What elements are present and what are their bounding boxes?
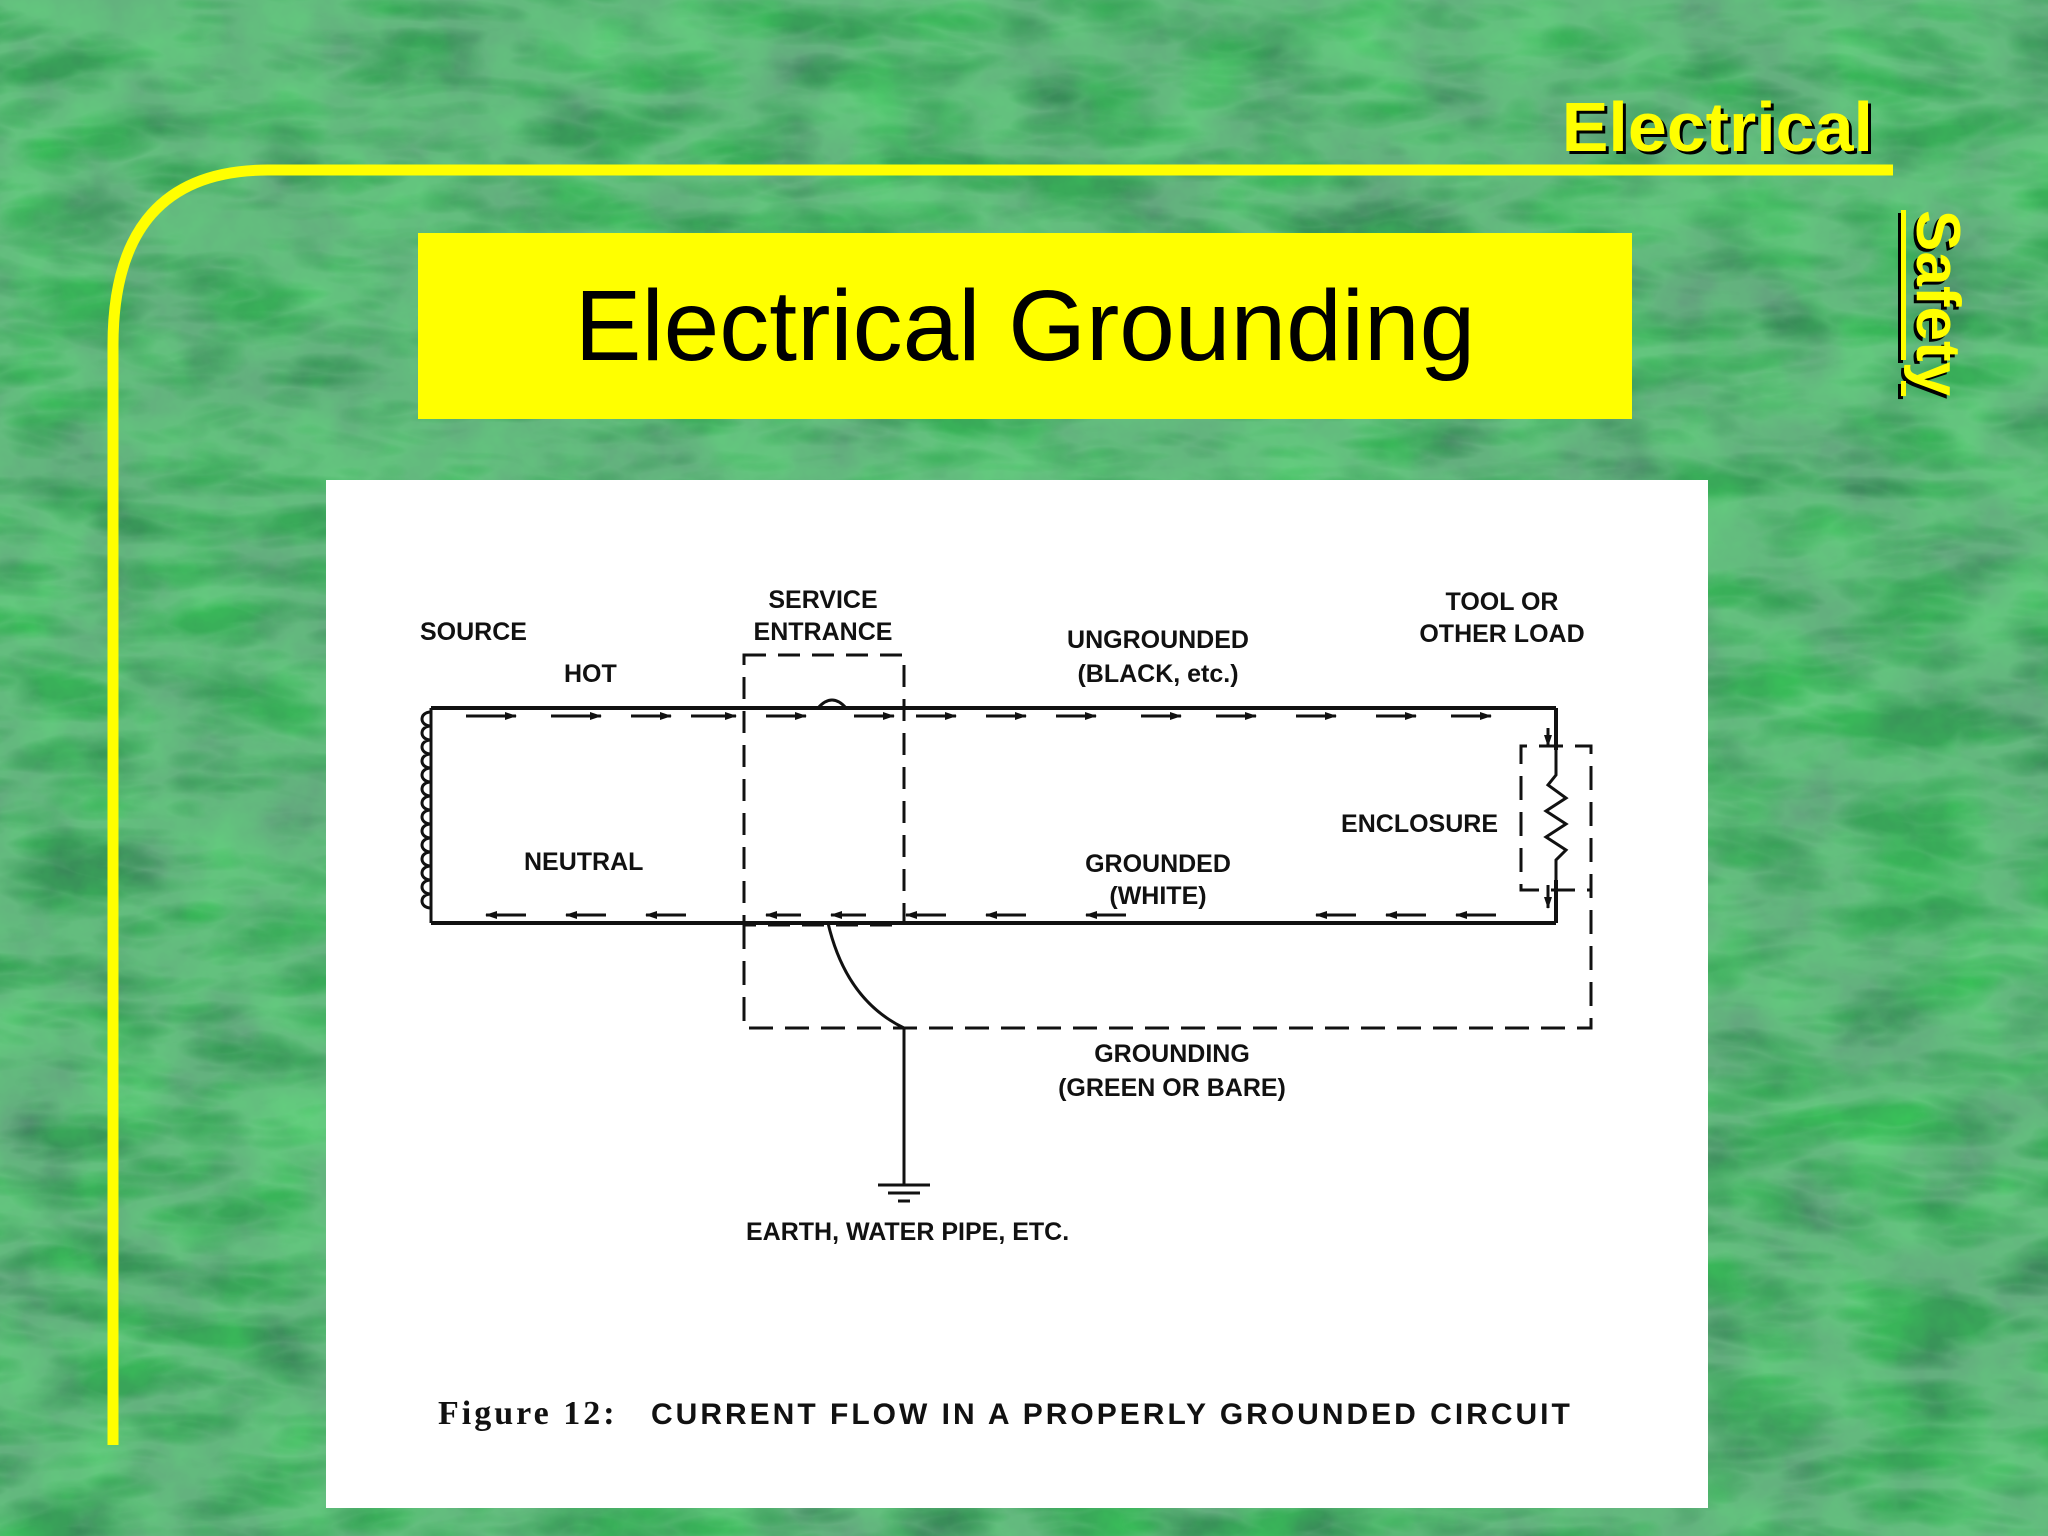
neutral-current-arrows <box>485 885 1552 919</box>
label-tool-1: TOOL OR <box>1446 588 1559 616</box>
label-grounding-2: (GREEN OR BARE) <box>1058 1074 1286 1102</box>
ground-symbol-icon <box>878 1183 930 1203</box>
load-resistor-icon <box>1543 750 1569 880</box>
label-service-2: ENTRANCE <box>754 618 893 646</box>
figure-caption: Figure 12: CURRENT FLOW IN A PROPERLY GR… <box>438 1395 1573 1432</box>
label-grounded-2: (WHITE) <box>1109 882 1206 910</box>
slide-title: Electrical Grounding <box>574 269 1476 382</box>
label-neutral: NEUTRAL <box>524 848 643 876</box>
label-grounded-1: GROUNDED <box>1085 850 1231 878</box>
neutral-wire <box>431 880 1558 925</box>
label-earth: EARTH, WATER PIPE, ETC. <box>746 1218 1069 1246</box>
grounding-diagram: SOURCE HOT SERVICE ENTRANCE UNGROUNDED (… <box>326 480 1708 1508</box>
label-hot: HOT <box>564 660 617 688</box>
label-grounding-1: GROUNDING <box>1094 1040 1250 1068</box>
hot-current-arrows <box>466 712 1552 747</box>
label-ungrounded-1: UNGROUNDED <box>1067 626 1249 654</box>
service-entrance-box <box>742 653 906 927</box>
corner-title: Electrical <box>1561 88 1873 166</box>
side-title: Safety <box>1903 210 1972 397</box>
figure-caption-text: CURRENT FLOW IN A PROPERLY GROUNDED CIRC… <box>651 1398 1573 1431</box>
figure-caption-prefix: Figure 12: <box>438 1395 618 1432</box>
hot-wire <box>431 706 1558 750</box>
grounding-conductor <box>742 744 1593 1030</box>
label-enclosure: ENCLOSURE <box>1341 810 1498 838</box>
label-service-1: SERVICE <box>768 586 877 614</box>
bonding-jumper <box>826 922 905 1030</box>
title-banner: Electrical Grounding <box>418 233 1632 419</box>
service-jumper <box>816 698 848 710</box>
label-tool-2: OTHER LOAD <box>1419 620 1584 648</box>
label-ungrounded-2: (BLACK, etc.) <box>1077 660 1238 688</box>
label-source: SOURCE <box>420 618 527 646</box>
source-coil-icon <box>420 708 433 923</box>
